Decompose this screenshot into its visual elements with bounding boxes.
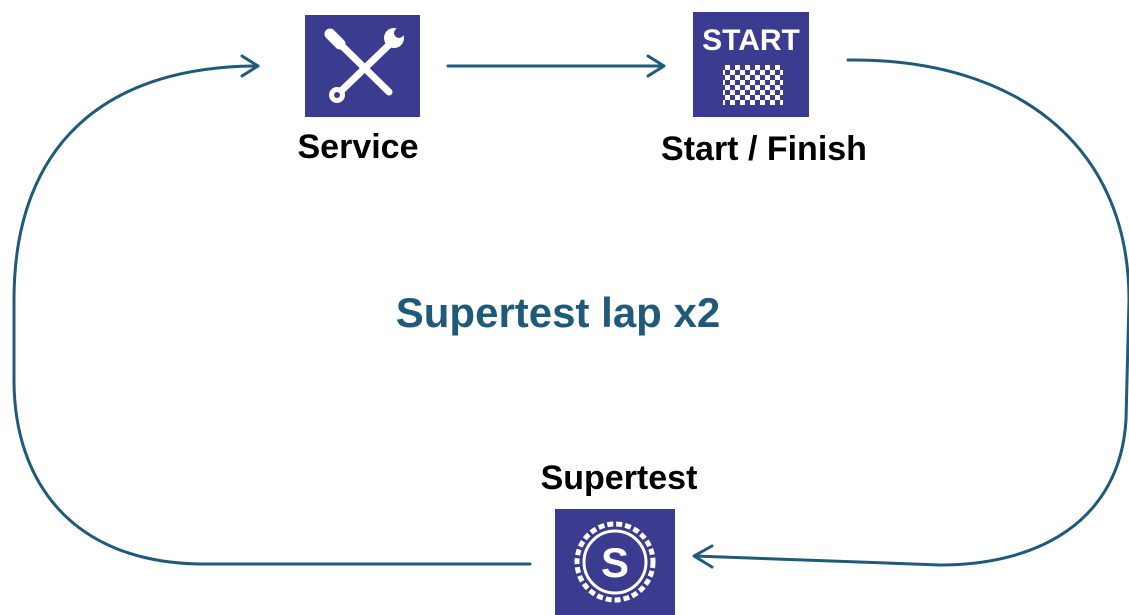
service-label: Service [298, 128, 419, 166]
supertest-node: Supertest S [541, 459, 698, 615]
arrow-supertest-to-service [12, 64, 532, 566]
supertest-s-icon: S [555, 509, 675, 615]
supertest-label: Supertest [541, 459, 698, 497]
service-node: Service [298, 15, 420, 166]
supertest-icon-text: S [601, 539, 629, 586]
arrowhead-service [240, 54, 260, 78]
start-icon-text: START [702, 24, 800, 57]
tools-icon [305, 15, 420, 117]
start-finish-label: Start / Finish [661, 130, 867, 168]
arrowhead-start [646, 54, 666, 78]
arrowhead-supertest [692, 544, 714, 569]
start-flag-icon: START [693, 12, 809, 117]
center-label: Supertest lap x2 [396, 289, 720, 336]
start-finish-node: START Start / Finish [661, 12, 867, 168]
